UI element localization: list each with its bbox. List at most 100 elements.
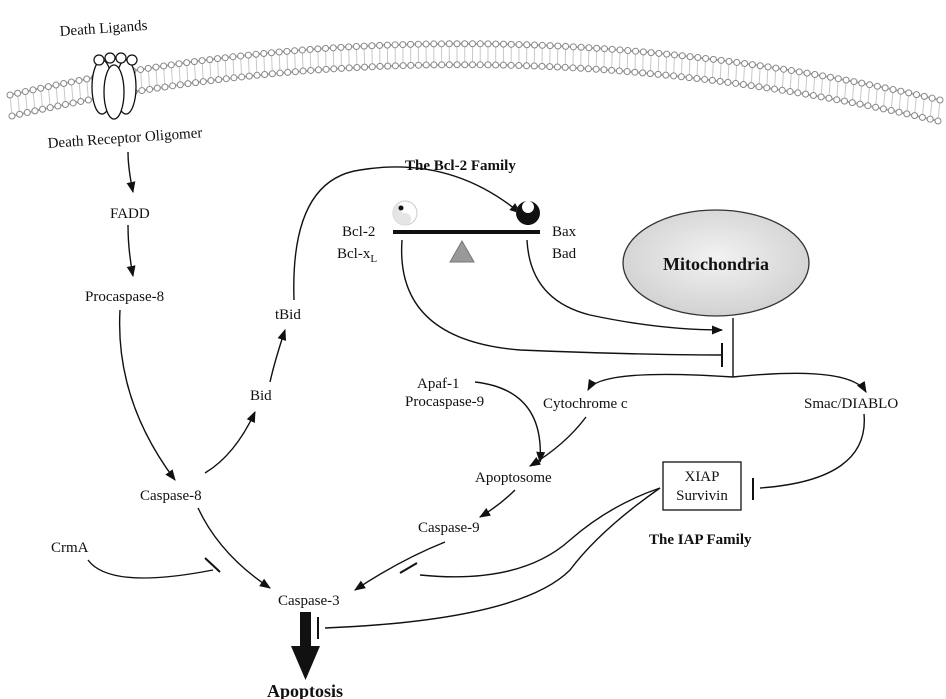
lipid-head (322, 44, 330, 52)
lipid-head (848, 99, 856, 107)
lipid-head (453, 61, 461, 69)
fadd-label: FADD (110, 206, 150, 222)
lipid-head (608, 66, 616, 74)
lipid-head (803, 69, 811, 77)
lipid-head (608, 45, 616, 53)
lipid-head (376, 41, 384, 49)
lipid-head (780, 65, 788, 73)
lipid-tail (155, 67, 158, 89)
mitochondria-node: Mitochondria (622, 209, 810, 317)
lipid-tail (890, 89, 894, 111)
lipid-head (616, 46, 624, 54)
lipid-head (685, 74, 693, 82)
lipid-head (329, 44, 337, 52)
lipid-tail (86, 78, 89, 101)
lipid-tail (55, 84, 59, 107)
lipid-head (702, 54, 710, 62)
lipid-head (137, 66, 145, 74)
lipid-head (252, 50, 260, 58)
apaf1-label: Apaf-1 (417, 376, 459, 392)
lipid-tail (758, 65, 761, 87)
lipid-tail (704, 58, 707, 80)
lipid-tail (735, 62, 738, 84)
lipid-head (368, 63, 376, 71)
lipid-head (903, 110, 911, 118)
lipid-head (825, 94, 833, 102)
lipid-head (244, 51, 252, 59)
lipid-tail (859, 83, 863, 105)
lipid-head (360, 42, 368, 50)
lipid-head (897, 87, 905, 95)
lipid-head (283, 47, 291, 55)
lipid-head (709, 55, 717, 63)
lipid-head (169, 82, 177, 90)
lipid-head (414, 40, 422, 48)
edge-tbid-to-bax (293, 166, 521, 301)
lipid-head (60, 79, 68, 87)
lipid-head (399, 41, 407, 49)
lipid-head (199, 78, 207, 86)
edge-cytochrome-to-apoptosome (529, 416, 587, 467)
lipid-head (763, 84, 771, 92)
bid-label: Bid (250, 388, 272, 404)
lipid-tail (224, 57, 227, 79)
lipid-head (469, 40, 476, 48)
lipid-head (701, 75, 709, 83)
lipid-head (75, 76, 83, 84)
lipid-head (600, 66, 608, 74)
lipid-head (887, 107, 895, 115)
lipid-tail (217, 58, 220, 80)
lipid-head (905, 89, 913, 97)
procaspase8-label: Procaspase-8 (85, 289, 164, 305)
lipid-head (399, 62, 407, 70)
lipid-tail (294, 50, 296, 72)
lipid-head (639, 48, 647, 56)
survivin-label: Survivin (676, 488, 728, 504)
cell-membrane (6, 40, 944, 125)
lipid-head (337, 43, 345, 51)
lipid-tail (820, 75, 824, 97)
lipid-tail (711, 59, 714, 81)
edge-crma-inhibit (87, 559, 214, 579)
lipid-head (747, 82, 755, 90)
lipid-tail (657, 53, 660, 75)
iap-family-title: The IAP Family (649, 532, 752, 548)
lipid-tail (140, 69, 143, 91)
lipid-head (678, 52, 686, 60)
bcl2-family-title: The Bcl-2 Family (405, 158, 516, 174)
lipid-head (207, 77, 215, 85)
lipid-head (492, 40, 500, 48)
lipid-head (895, 108, 903, 116)
lipid-tail (611, 49, 613, 71)
lipid-head (507, 61, 515, 69)
edge-mitochondria-to-cytochrome (587, 373, 734, 391)
lipid-head (306, 45, 314, 53)
lipid-head (856, 100, 864, 108)
lipid-head (361, 63, 369, 71)
lipid-head (918, 113, 926, 121)
lipid-head (284, 68, 292, 76)
lipid-head (322, 65, 330, 73)
edge-bax-to-mitochondria (526, 239, 724, 335)
lipid-head (44, 83, 52, 91)
lipid-head (484, 40, 492, 48)
lipid-head (146, 85, 154, 93)
edge-caspase8-to-caspase3 (197, 507, 271, 589)
lipid-tail (882, 87, 886, 109)
lipid-head (654, 70, 662, 78)
inhibit-bar-caspase9 (399, 562, 418, 574)
lipid-head (314, 66, 322, 74)
lipid-head (138, 87, 146, 95)
bax-label: Bax (552, 224, 577, 240)
lipid-tail (309, 49, 312, 71)
lipid-head (561, 63, 569, 71)
lipid-head (647, 49, 655, 57)
lipid-head (538, 41, 546, 49)
lipid-head (500, 40, 508, 48)
lipid-head (14, 89, 22, 97)
lipid-head (631, 68, 639, 76)
lipid-head (748, 61, 756, 69)
death-ligands-label: Death Ligands (59, 18, 148, 40)
lipid-head (438, 61, 446, 69)
lipid-tail (63, 83, 66, 105)
